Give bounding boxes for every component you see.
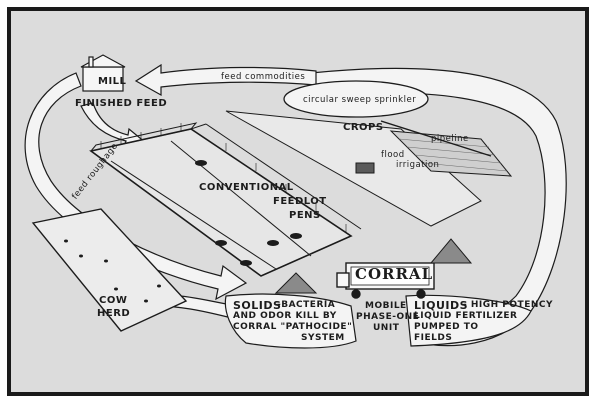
feed-commodities-label: feed commodities <box>221 73 305 82</box>
solids-title: SOLIDS <box>233 300 281 311</box>
sprinkler-label: circular sweep sprinkler <box>303 96 416 105</box>
liquids-line-1: - HIGH POTENCY <box>463 301 553 310</box>
corral-logo: CORRAL <box>355 267 433 282</box>
solids-line-1: -BACTERIA <box>277 301 335 310</box>
mobile-label-3: UNIT <box>373 324 399 333</box>
liquids-pile <box>431 239 471 263</box>
liquids-line-3: PUMPED TO <box>414 323 479 332</box>
solids-pile <box>276 273 316 293</box>
solids-line-3: CORRAL "PATHOCIDE" <box>233 323 352 332</box>
feedlot-label-1: CONVENTIONAL <box>199 183 294 193</box>
mill-label: MILL <box>98 77 126 87</box>
cow-herd-label-2: HERD <box>97 309 130 319</box>
feedlot-label-3: PENS <box>289 211 321 221</box>
solids-line-2: AND ODOR KILL BY <box>233 312 337 321</box>
pipeline-label: pipeline <box>431 135 469 144</box>
cow-herd-label-1: COW <box>99 296 127 306</box>
feedlot-label-2: FEEDLOT <box>273 197 327 207</box>
flood-label: flood <box>381 151 405 160</box>
mobile-label-2: PHASE-ONE <box>356 313 419 322</box>
solids-line-4: SYSTEM <box>301 334 345 343</box>
irrigation-label: irrigation <box>396 161 439 170</box>
crops-label: CROPS <box>343 123 384 133</box>
finished-feed-label: FINISHED FEED <box>75 99 167 109</box>
liquids-title: LIQUIDS <box>414 300 468 311</box>
liquids-line-4: FIELDS <box>414 334 452 343</box>
tractor <box>356 163 374 173</box>
diagram-frame: MILL FINISHED FEED feed commodities circ… <box>7 7 589 396</box>
mobile-label-1: MOBILE <box>365 302 407 311</box>
liquids-line-2: LIQUID FERTILIZER <box>414 312 518 321</box>
